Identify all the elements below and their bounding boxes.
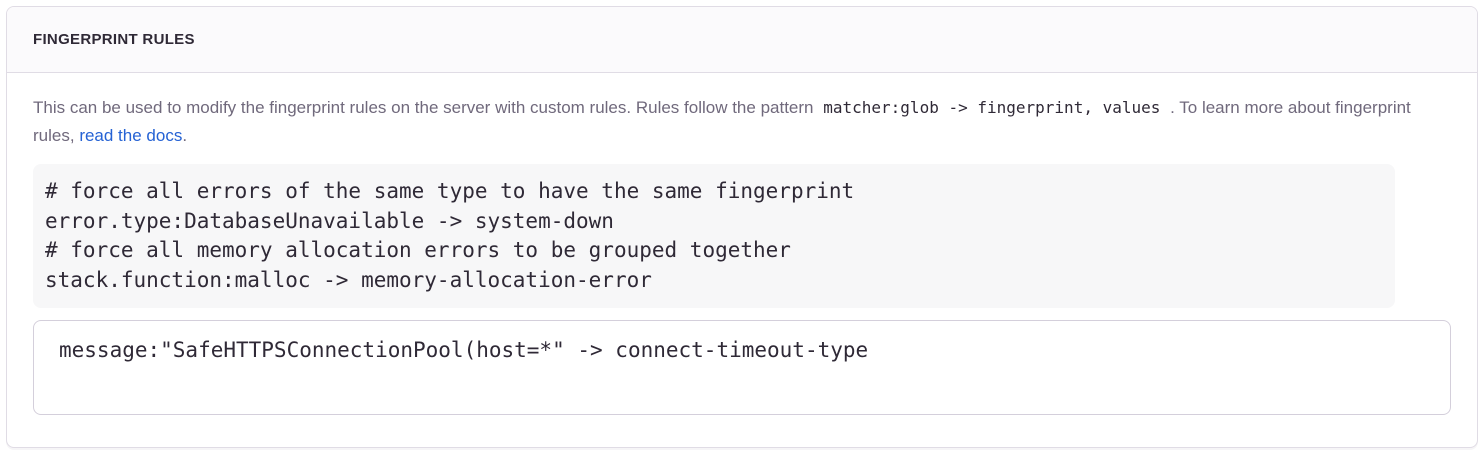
description-sentence-period: . bbox=[182, 126, 188, 145]
pattern-inline-code: matcher:glob -> fingerprint, values bbox=[823, 98, 1161, 117]
panel-header: FINGERPRINT RULES bbox=[7, 7, 1477, 73]
panel-title: FINGERPRINT RULES bbox=[33, 31, 195, 48]
description-text-after: . To learn more about fingerprint rules, bbox=[33, 98, 1411, 145]
panel-body: This can be used to modify the fingerpri… bbox=[7, 73, 1477, 447]
example-code-line: # force all memory allocation errors to … bbox=[45, 238, 791, 262]
example-code-line: # force all errors of the same type to h… bbox=[45, 179, 855, 203]
fingerprint-rules-panel: FINGERPRINT RULES This can be used to mo… bbox=[6, 6, 1478, 448]
example-code-line: stack.function:malloc -> memory-allocati… bbox=[45, 267, 652, 292]
field-description: This can be used to modify the fingerpri… bbox=[33, 94, 1451, 150]
fingerprint-rules-input[interactable]: message:"SafeHTTPSConnectionPool(host=*"… bbox=[33, 320, 1451, 415]
example-code-line: error.type:DatabaseUnavailable -> system… bbox=[45, 208, 614, 233]
read-the-docs-link[interactable]: read the docs bbox=[79, 126, 183, 145]
fingerprint-rules-example-block: # force all errors of the same type to h… bbox=[33, 164, 1395, 308]
description-text-before: This can be used to modify the fingerpri… bbox=[33, 98, 814, 117]
